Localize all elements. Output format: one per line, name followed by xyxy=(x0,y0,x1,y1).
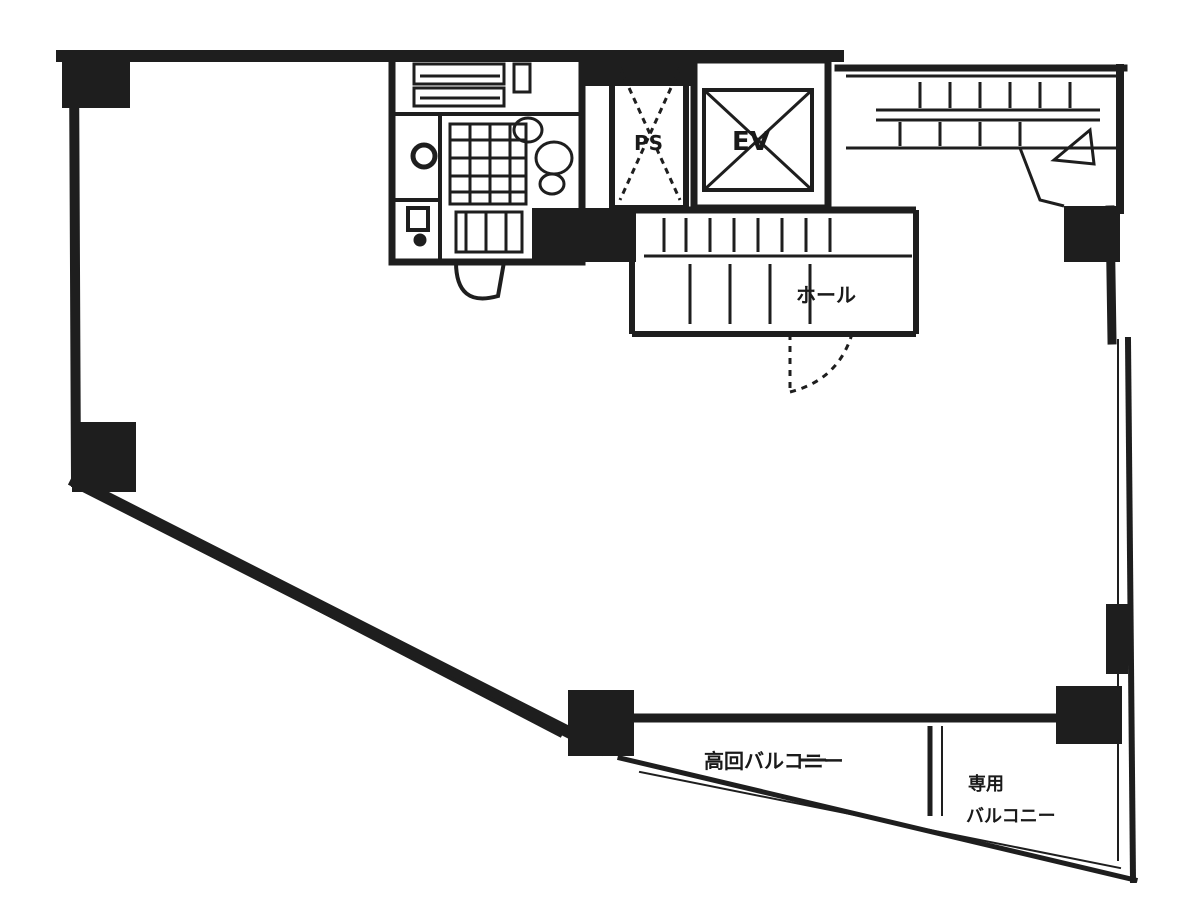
balcony-divider xyxy=(800,726,943,816)
hall-walls xyxy=(629,206,919,337)
hall-label: ホール xyxy=(796,283,856,307)
ev-shaft-cross xyxy=(702,88,814,192)
hall-stair-treads xyxy=(662,218,832,324)
core-walls xyxy=(388,52,832,266)
ev-label: EV xyxy=(732,127,770,157)
balcony-small-label-bottom: バルコニー xyxy=(966,806,1056,827)
balcony-main-label: 高回バルコニー xyxy=(704,749,844,773)
balcony-small-label-top: 専用 xyxy=(968,773,1004,795)
hall-door-swing xyxy=(788,333,854,394)
outer-walls xyxy=(56,50,1139,884)
structural-columns xyxy=(62,52,1128,756)
upper-stair xyxy=(846,74,1116,208)
toilet-fixtures xyxy=(406,62,574,301)
ps-label: PS xyxy=(634,131,663,155)
ps-shaft-cross xyxy=(618,67,682,201)
